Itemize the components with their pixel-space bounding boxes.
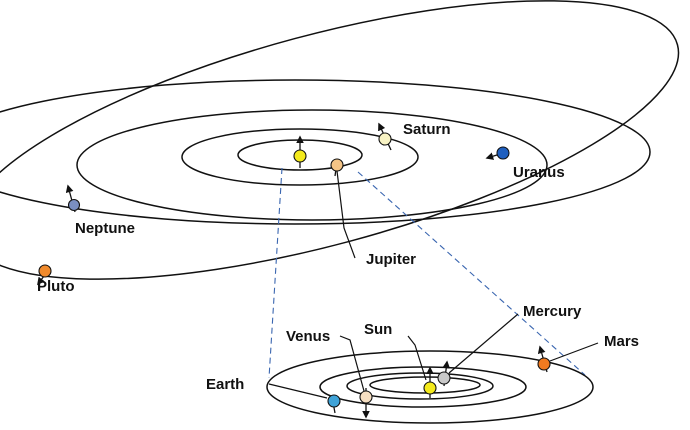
guide-line-right	[357, 171, 586, 376]
orbit-neptune	[0, 79, 651, 225]
mars-leader	[549, 342, 599, 362]
orbit-mars	[266, 350, 594, 424]
guide-line-left	[268, 167, 283, 379]
saturn: Saturn	[378, 121, 451, 151]
pluto: Pluto	[37, 264, 75, 295]
orbit-venus	[346, 372, 494, 400]
earth-leader	[268, 383, 328, 399]
mars-label: Mars	[604, 333, 639, 350]
sun-inner-planet-icon	[423, 381, 437, 395]
orbit-uranus	[76, 109, 548, 221]
sun-label: Sun	[364, 321, 392, 338]
neptune-label: Neptune	[75, 220, 135, 237]
mercury-label: Mercury	[523, 303, 582, 320]
sun-outer-planet-icon	[293, 149, 307, 163]
venus-planet-icon	[359, 390, 373, 404]
mars: Mars	[537, 333, 639, 373]
outer-solar-system: Jupiter Saturn Uranus Neptune Pluto	[0, 0, 680, 295]
jupiter: Jupiter	[330, 158, 416, 268]
mars-planet-icon	[537, 357, 551, 371]
venus: Venus	[286, 328, 373, 419]
pluto-label: Pluto	[37, 278, 75, 295]
mercury: Mercury	[437, 303, 582, 387]
mercury-leader	[448, 313, 519, 374]
uranus-label: Uranus	[513, 164, 565, 181]
mercury-planet-icon	[437, 371, 451, 385]
neptune-planet-icon	[67, 198, 81, 212]
jupiter-label: Jupiter	[366, 251, 416, 268]
venus-leader	[339, 335, 365, 392]
orbit-earth	[319, 366, 527, 408]
uranus: Uranus	[485, 146, 565, 181]
venus-label: Venus	[286, 328, 330, 345]
sun-inner: Sun	[364, 321, 437, 398]
earth-planet-icon	[327, 394, 341, 408]
jupiter-planet-icon	[330, 158, 344, 172]
pluto-planet-icon	[38, 264, 52, 278]
earth-label: Earth	[206, 376, 244, 393]
neptune: Neptune	[65, 184, 135, 237]
inner-solar-system: Sun Mercury Venus Earth Mars	[206, 303, 639, 424]
zoom-guide-lines	[268, 167, 586, 379]
saturn-label: Saturn	[403, 121, 451, 138]
earth: Earth	[206, 376, 341, 414]
orbit-saturn	[181, 128, 419, 186]
uranus-planet-icon	[496, 146, 510, 160]
saturn-planet-icon	[378, 132, 392, 146]
jupiter-leader	[336, 170, 356, 259]
sun-outer	[293, 135, 307, 168]
orbit-pluto	[0, 0, 680, 280]
sun-leader	[407, 335, 427, 381]
